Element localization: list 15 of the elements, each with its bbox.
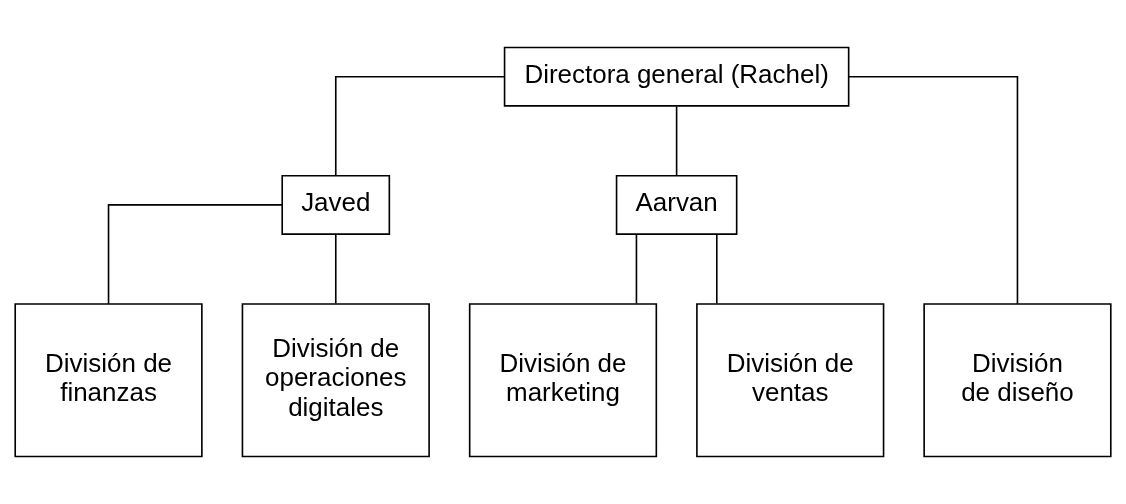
- connector: [675, 105, 678, 177]
- connector: [334, 233, 337, 305]
- node-box: Directora general (Rachel): [503, 46, 850, 107]
- connector: [716, 233, 718, 305]
- connector: [334, 75, 505, 176]
- node-box: División de finanzas: [14, 303, 203, 458]
- node-box: Aarvan: [615, 174, 738, 235]
- node-box: División de operaciones digitales: [241, 303, 430, 458]
- node-box: División de diseño: [923, 303, 1112, 458]
- connector: [848, 75, 1019, 305]
- node-box: División de marketing: [468, 303, 658, 458]
- node-box: División de ventas: [696, 303, 885, 458]
- connector: [635, 233, 638, 305]
- connector: [107, 204, 283, 305]
- node-box: Javed: [281, 174, 391, 235]
